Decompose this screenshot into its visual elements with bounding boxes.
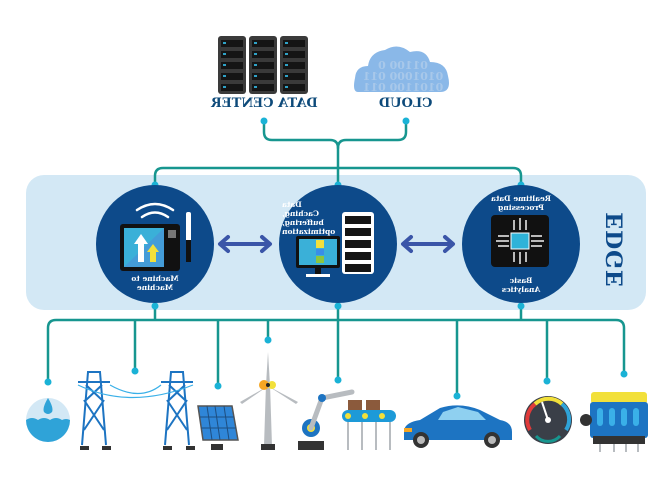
bottom-dots [44, 302, 628, 400]
node-processing-top-label: Realtime Data Processing [490, 194, 552, 212]
speedometer-icon [524, 396, 572, 444]
solar-panel-icon [197, 405, 239, 450]
label-data-center: DATA CENTER [210, 96, 318, 111]
cloud-icon [354, 46, 449, 92]
node-processing-bottom-label: Basic Analytics [501, 276, 541, 294]
label-cloud: CLOUD [379, 96, 433, 111]
engine-icon [580, 392, 648, 452]
connector-bottom-bus [46, 318, 626, 380]
dot-cloud [402, 117, 410, 125]
cloud-binary-text: 01100 0 0101000 011 0101100 011 [362, 59, 444, 94]
power-tower-icon [77, 371, 194, 446]
water-drop-icon [26, 398, 70, 442]
double-arrow-icon [218, 235, 455, 253]
wind-turbine-icon [240, 352, 298, 450]
car-icon [404, 405, 512, 448]
server-monitor-icon [296, 212, 374, 277]
robot-arm-conveyor-icon [298, 389, 396, 450]
node-m2m-label: Machine to Machine [131, 274, 179, 292]
connector-datacenter [262, 120, 340, 184]
dot-datacenter [260, 117, 268, 125]
connector-edge-top [153, 166, 523, 187]
chip-icon [491, 215, 549, 267]
top-connectors [153, 120, 523, 187]
tablet-signal-icon [120, 202, 191, 271]
server-rack-icon [218, 36, 308, 94]
node-caching-label: Data Caching, buffering, optimization [282, 200, 336, 236]
connector-cloud [336, 120, 408, 150]
